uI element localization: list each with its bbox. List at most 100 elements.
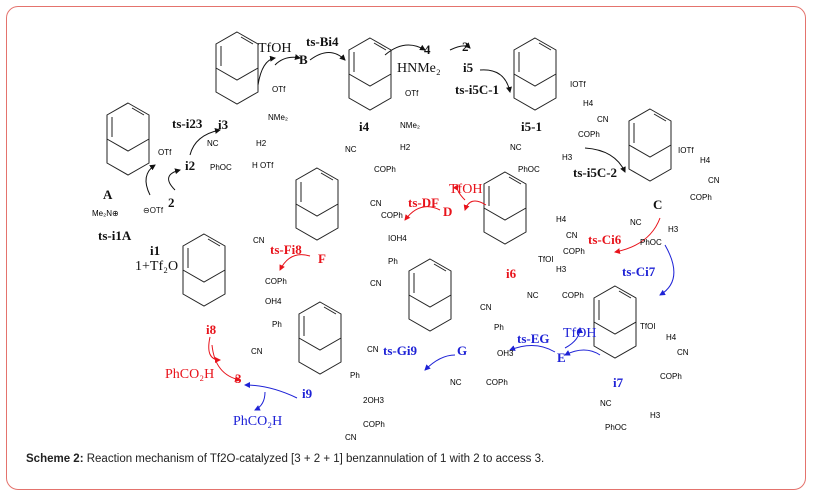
group-OTf-i4: OTf — [405, 89, 419, 98]
arrow-i4-4 — [384, 44, 426, 56]
arrow-i7-E — [564, 349, 601, 356]
arrow-2-i2 — [168, 168, 181, 191]
molecule-A — [106, 102, 150, 176]
arrow-tfoh — [257, 55, 276, 86]
group-CN-D2: CN — [370, 279, 382, 288]
group-NC-C: NC — [630, 218, 642, 227]
arrow-i8-phco2h — [208, 336, 221, 363]
group-NC-i4: NC — [345, 145, 357, 154]
ts-DF: ts-DF — [408, 195, 439, 210]
molecule-C — [628, 108, 672, 182]
arrow-i1-A — [145, 164, 156, 196]
label-F: F — [318, 251, 326, 266]
molecule-G — [408, 258, 452, 332]
label-D: D — [443, 204, 452, 219]
group-H4-C: H4 — [700, 156, 711, 165]
group-NC-i3: NC — [207, 139, 219, 148]
label-4: 4 — [424, 42, 431, 57]
group-COPh-i6: COPh — [563, 247, 585, 256]
molecule-D — [295, 167, 339, 241]
group-IOH4-D: IOH4 — [388, 234, 407, 243]
group-H4-i7: H4 — [666, 333, 677, 342]
group-COPh-i6-2: COPh — [562, 291, 584, 300]
label-A: A — [103, 187, 113, 202]
group-CN-i9-2: CN — [345, 433, 357, 442]
group-COPh-i5-1: COPh — [578, 130, 600, 139]
group-COPh-C: COPh — [690, 193, 712, 202]
molecule-i8 — [182, 233, 226, 307]
group-OTf-i3: OTf — [272, 85, 286, 94]
ts-i1A: ts-i1A — [98, 228, 132, 243]
label-3: 3 — [235, 371, 242, 386]
group-OH3-G: OH3 — [497, 349, 514, 358]
group-H3-i6: H3 — [556, 265, 567, 274]
reagent-start: 1+Tf₂O — [135, 259, 178, 274]
arrow-D-F — [404, 206, 441, 221]
molecule-i6 — [483, 171, 527, 245]
group-NC-i7: NC — [600, 399, 612, 408]
group-PhOC-i5-1: PhOC — [518, 165, 540, 174]
group-Ph-i8: Ph — [272, 320, 282, 329]
figure-caption: Scheme 2: Reaction mechanism of Tf2O-cat… — [26, 453, 544, 465]
molecule-i5-1 — [513, 37, 557, 111]
group-COPh-i7: COPh — [660, 372, 682, 381]
group-CN-i8: CN — [253, 236, 265, 245]
group-PhOC-i3: PhOC — [210, 163, 232, 172]
arrow-i9-phco2h — [254, 391, 266, 411]
reagent-phco2h-red: PhCO₂H — [165, 367, 214, 382]
arrow-F-i8 — [279, 254, 311, 271]
arrow-i2-i3 — [189, 128, 221, 156]
label-G: G — [457, 343, 467, 358]
otf-anion: ⊖OTf — [143, 206, 164, 215]
group-TfOI-i7: TfOI — [640, 322, 656, 331]
ts-i23: ts-i23 — [172, 116, 203, 131]
caption-text: Reaction mechanism of Tf2O-catalyzed [3 … — [83, 453, 545, 465]
label-i6: i6 — [506, 266, 517, 281]
label-2: 2 — [168, 195, 175, 210]
arrow-i5-i5-1 — [479, 69, 512, 93]
label-B: B — [299, 52, 308, 67]
label-C: C — [653, 197, 662, 212]
group-COPh-i4: COPh — [374, 165, 396, 174]
group-TfOI-i6: TfOI — [538, 255, 554, 264]
group-COPh-i8: COPh — [265, 277, 287, 286]
group-NMe2-i3: NMe₂ — [268, 113, 288, 122]
ts-EG: ts-EG — [517, 331, 550, 346]
caption-label: Scheme 2: — [26, 453, 84, 465]
group-CN-G: CN — [480, 303, 492, 312]
group-Ph-G: Ph — [494, 323, 504, 332]
group-H4-i5-1: H4 — [583, 99, 594, 108]
reagent-hnme2: HNMe₂ — [397, 61, 441, 76]
group-H3-i7: H3 — [650, 411, 661, 420]
label-i8: i8 — [206, 322, 217, 337]
reagent-tfoh-red: TfOH — [449, 182, 482, 197]
reagent-phco2h-blue: PhCO₂H — [233, 414, 282, 429]
arrow-C-i7 — [659, 244, 675, 296]
group-CN-C: CN — [708, 176, 720, 185]
ts-Bi4: ts-Bi4 — [306, 34, 339, 49]
group-CN-i5-1: CN — [597, 115, 609, 124]
scheme-frame — [6, 6, 806, 490]
arrow-ts-Bi4 — [309, 52, 346, 61]
group-NC-i6: NC — [527, 291, 539, 300]
ts-Ci7: ts-Ci7 — [622, 264, 656, 279]
label-i3: i3 — [218, 117, 229, 132]
arrow-i9-3 — [244, 382, 298, 399]
group-CN-i7: CN — [677, 348, 689, 357]
label-E: E — [557, 350, 566, 365]
group-NMe2-i4: NMe₂ — [400, 121, 420, 130]
group-H4-i6: H4 — [556, 215, 567, 224]
group-NC-G: NC — [450, 378, 462, 387]
group-H3-i5-1: H3 — [562, 153, 573, 162]
molecule-i7 — [593, 285, 637, 359]
group-COPh-G: COPh — [486, 378, 508, 387]
group-CN-i9: CN — [367, 345, 379, 354]
ts-Fi8: ts-Fi8 — [270, 242, 302, 257]
arrow-tfoh-red — [452, 184, 466, 201]
label-i4: i4 — [359, 119, 370, 134]
group-NC-i5-1: NC — [510, 143, 522, 152]
reagent-tfoh-blue: TfOH — [563, 326, 596, 341]
group-Ph-D: Ph — [388, 257, 398, 266]
label-i2: i2 — [185, 158, 195, 173]
